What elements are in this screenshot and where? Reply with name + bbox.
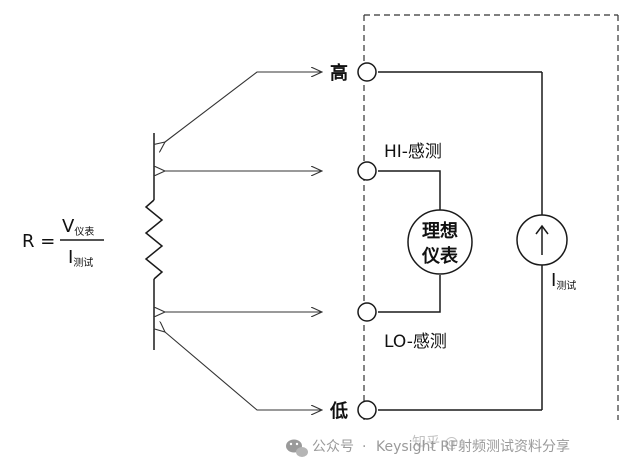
label-lo-sense: LO-感测 <box>384 332 447 352</box>
watermark: 知乎 @ 公众号 · Keysight RF射频测试资料分享 <box>286 434 570 457</box>
terminal-low <box>357 400 377 420</box>
ideal-meter: 理想 仪表 <box>407 209 473 275</box>
resistance-formula: R = V仪表 I测试 <box>22 216 104 269</box>
watermark-account: Keysight RF射频测试资料分享 <box>376 438 570 455</box>
terminal-hi-sense <box>357 161 377 181</box>
meter-label-line1: 理想 <box>422 220 458 242</box>
label-low: 低 <box>329 400 348 422</box>
resistor-under-test <box>144 133 164 350</box>
terminal-high <box>357 62 377 82</box>
formula-denominator: I测试 <box>68 247 93 269</box>
arrow-high <box>165 72 322 142</box>
watermark-separator: · <box>362 439 366 455</box>
arrow-low <box>165 332 322 410</box>
internal-wiring <box>378 71 543 411</box>
formula-numerator: V仪表 <box>62 216 94 238</box>
current-source-label: I测试 <box>551 270 576 292</box>
current-source: I测试 <box>516 214 576 292</box>
wechat-icon <box>286 439 308 457</box>
watermark-faint: 知乎 @ <box>412 434 458 451</box>
label-high: 高 <box>330 62 348 84</box>
formula-lhs: R = <box>22 231 55 252</box>
watermark-platform: 公众号 <box>312 439 354 455</box>
instrument-boundary <box>363 14 619 420</box>
label-hi-sense: HI-感测 <box>384 142 442 162</box>
connection-arrows <box>165 72 322 410</box>
meter-label-line2: 仪表 <box>421 245 459 267</box>
terminal-lo-sense <box>357 302 377 322</box>
